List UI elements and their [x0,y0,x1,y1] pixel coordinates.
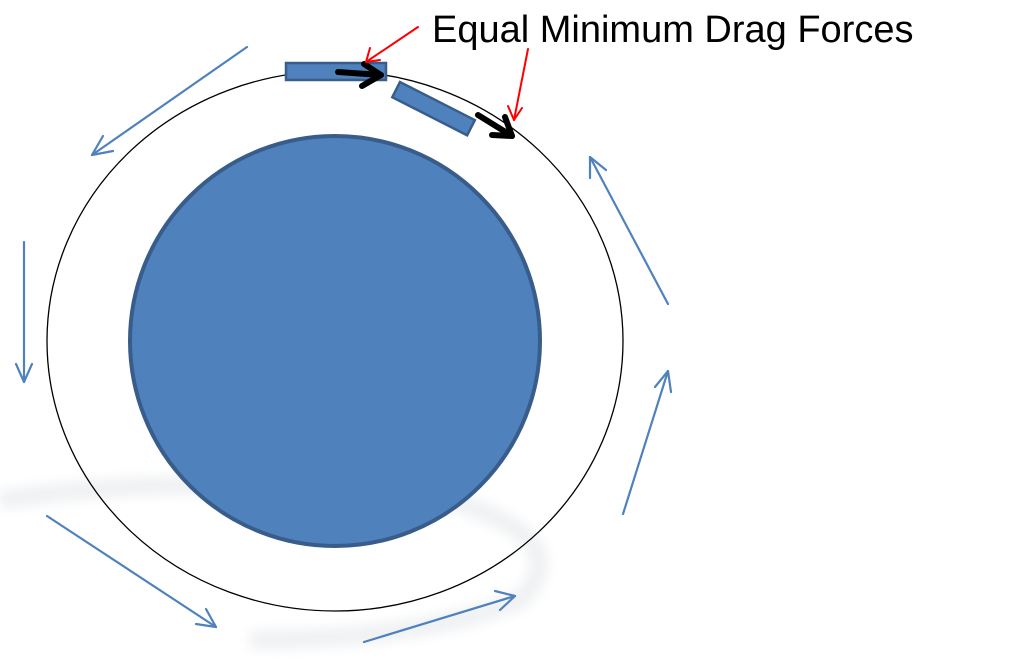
pointer-to-object-1 [365,26,419,63]
flow-arrow-upper-left [90,45,249,157]
flow-arrow-lower-right [621,369,673,516]
flow-arrow-left [14,240,34,384]
flow-arrow-bottom [362,589,517,644]
force-arrows [335,61,515,139]
flow-arrows [14,45,673,644]
flow-arrow-upper-right [588,155,670,306]
flow-arrow-lower-left [45,514,218,629]
central-body [128,134,542,548]
pointer-to-object-2 [507,48,529,121]
force-arrow-1 [335,61,384,89]
annotation-label: Equal Minimum Drag Forces [432,9,913,51]
force-arrow-2 [475,112,515,139]
annotation-pointers [365,26,529,121]
orbiting-object-2 [390,80,477,137]
